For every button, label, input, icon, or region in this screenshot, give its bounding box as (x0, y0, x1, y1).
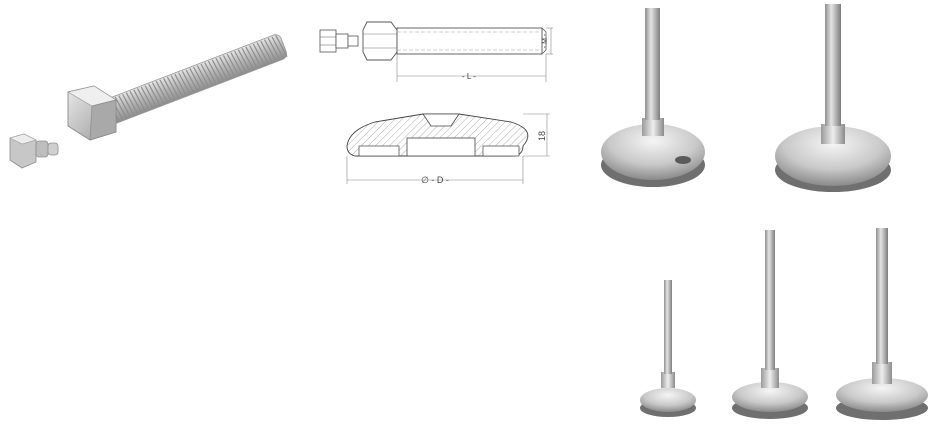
leveling-feet-size-range-photo (630, 222, 930, 428)
bolt-technical-drawing: - L - - M - (315, 10, 555, 88)
leveling-foot-small (640, 280, 696, 417)
base-cross-section-drawing: 18 ∅ - D - (335, 108, 565, 190)
thread-dimension-label: - M - (542, 33, 549, 48)
leveling-foot-medium (732, 230, 808, 419)
leveling-foot-with-fixing-hole (601, 8, 705, 187)
diameter-dimension-label: ∅ - D - (421, 175, 449, 185)
leveling-foot-solid (775, 4, 891, 192)
leveling-foot-large (836, 228, 928, 420)
length-dimension-label: - L - (462, 72, 476, 81)
leveling-feet-pair-photo (595, 0, 930, 205)
threaded-bolt-render (0, 0, 300, 200)
height-dimension-label: 18 (537, 131, 547, 141)
